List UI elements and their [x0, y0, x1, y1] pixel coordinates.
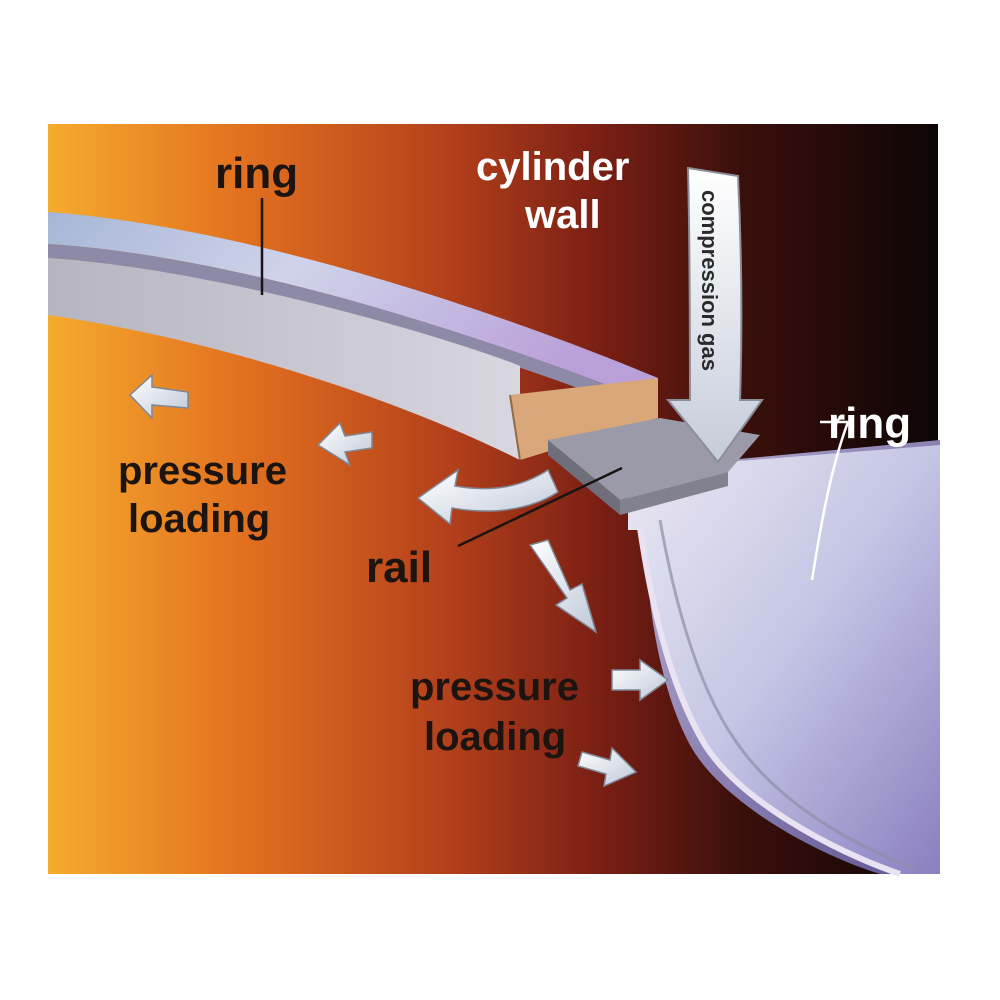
- label-compression-gas: compression gas: [697, 190, 722, 371]
- rail-leader: [457, 466, 623, 548]
- label-ring-right: ring: [828, 399, 911, 448]
- label-pressure-bottom-line1: pressure: [410, 665, 579, 709]
- label-pressure-left-line2: loading: [128, 497, 270, 541]
- ring-right-shape: [628, 440, 940, 877]
- label-cylinder-wall-line2: wall: [524, 193, 601, 237]
- label-pressure-left-line1: pressure: [118, 449, 287, 493]
- label-pressure-bottom-line2: loading: [424, 715, 566, 759]
- label-cylinder-wall-line1: cylinder: [476, 145, 629, 189]
- rail-curved-arrow: [416, 468, 559, 526]
- leader-lines: [260, 198, 850, 581]
- ring-right-leader: [810, 420, 850, 581]
- label-rail: rail: [366, 543, 432, 592]
- pressure-arrows-bottom: [528, 539, 670, 788]
- pressure-arrows-left: [128, 373, 373, 467]
- label-ring-top: ring: [215, 149, 298, 198]
- ring-top-shape: [48, 212, 658, 461]
- compression-gas-arrow: [665, 166, 764, 464]
